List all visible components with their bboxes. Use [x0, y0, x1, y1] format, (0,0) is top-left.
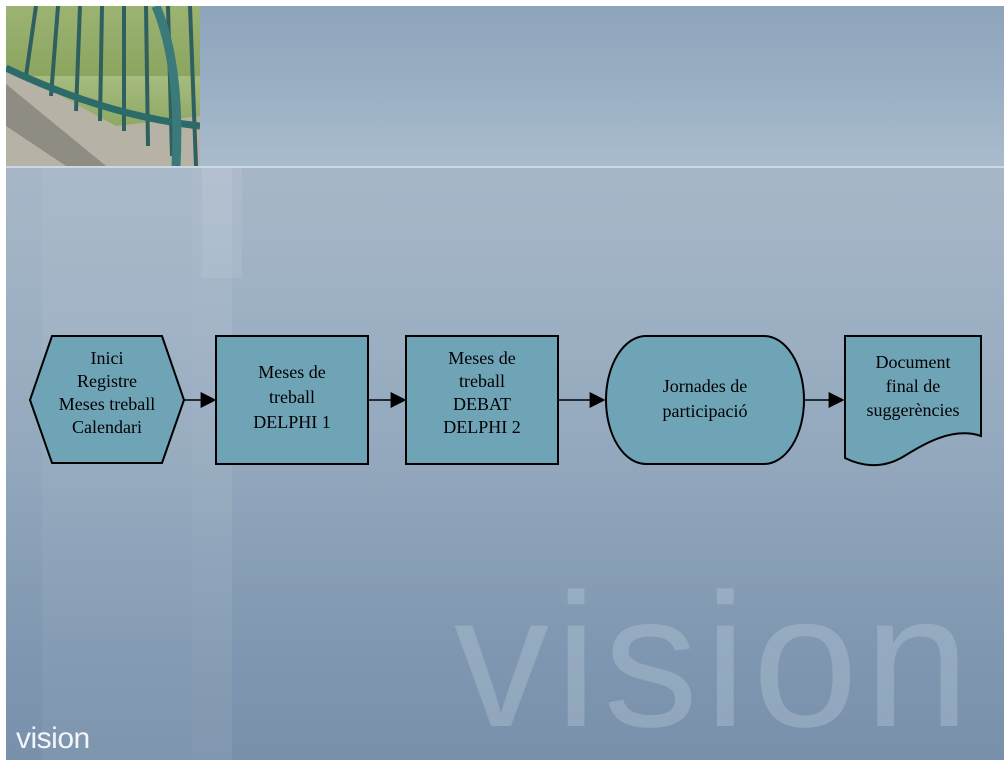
node-document: Document final de suggerències — [844, 335, 982, 467]
node-jornades: Jornades de participació — [605, 335, 805, 465]
slide-canvas: vision vision Inici Registre Meses treba… — [6, 6, 1004, 760]
node-inici-line-3: Meses treball — [59, 394, 155, 414]
node-inici-line-1: Inici — [91, 348, 124, 368]
flow-diagram: Inici Registre Meses treball Calendari M… — [28, 335, 982, 467]
node-delphi2-line-3: DEBAT — [453, 394, 511, 414]
watermark-text: vision — [454, 555, 976, 760]
bridge-photo — [6, 6, 200, 166]
node-jornades-line-1: Jornades de — [663, 376, 747, 396]
brand-logo-text: vision — [16, 722, 90, 755]
header-divider — [6, 166, 1004, 168]
node-delphi2-line-2: treball — [459, 371, 505, 391]
node-delphi2-line-4: DELPHI 2 — [443, 417, 521, 437]
node-delphi1-line-2: treball — [269, 387, 315, 407]
node-inici-line-2: Registre — [77, 371, 137, 391]
node-inici-line-4: Calendari — [72, 417, 142, 437]
decor-stripe — [202, 168, 242, 278]
node-delphi1-line-1: Meses de — [258, 362, 325, 382]
node-delphi2: Meses de treball DEBAT DELPHI 2 — [405, 335, 559, 465]
node-delphi1-line-3: DELPHI 1 — [253, 412, 331, 432]
node-delphi1: Meses de treball DELPHI 1 — [215, 335, 369, 465]
node-inici: Inici Registre Meses treball Calendari — [28, 335, 186, 464]
node-document-line-3: suggerències — [867, 400, 960, 420]
node-jornades-line-2: participació — [663, 401, 748, 421]
node-document-line-2: final de — [886, 376, 940, 396]
node-delphi2-line-1: Meses de — [448, 348, 515, 368]
node-document-line-1: Document — [876, 352, 951, 372]
